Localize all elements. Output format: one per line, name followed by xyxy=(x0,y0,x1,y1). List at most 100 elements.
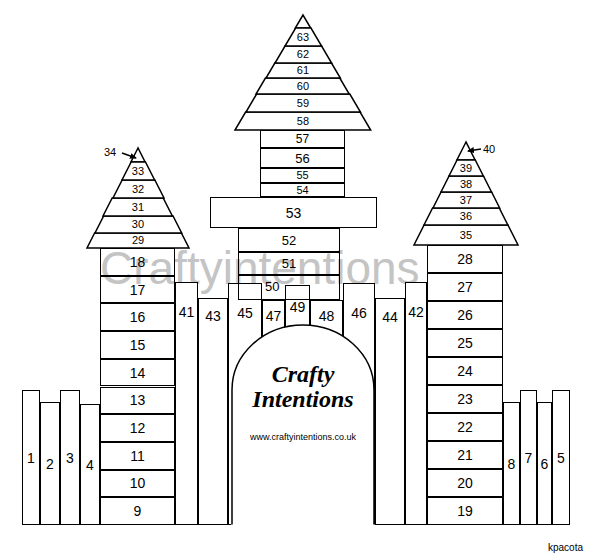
wall-strip: 2 xyxy=(40,402,60,525)
roof-shape xyxy=(433,192,500,208)
piece-number: 39 xyxy=(460,163,472,174)
leader-arrow xyxy=(122,153,136,158)
wall-strip: 21 xyxy=(427,441,503,469)
roof-shape xyxy=(424,208,508,225)
wall-strip: 7 xyxy=(520,390,537,525)
roof-shape xyxy=(414,225,518,245)
wall-strip: 15 xyxy=(100,331,175,359)
wall-strip: 54 xyxy=(260,183,345,197)
roof-shape xyxy=(235,112,371,130)
callout-number: 40 xyxy=(483,143,495,155)
wall-strip: 24 xyxy=(427,357,503,385)
wall-strip: 22 xyxy=(427,413,503,441)
wall-strip: 51 xyxy=(238,252,340,275)
piece-number: 4 xyxy=(86,458,94,472)
wall-strip: 44 xyxy=(375,298,405,525)
piece-number: 59 xyxy=(297,98,309,109)
piece-number: 54 xyxy=(296,185,308,196)
piece-number: 1 xyxy=(27,451,35,465)
roof-shape xyxy=(275,46,332,63)
arch-opening xyxy=(231,525,375,528)
logo-text: Crafty Intentions xyxy=(233,362,373,412)
wall-strip: 17 xyxy=(100,276,175,304)
tower-tip xyxy=(295,15,310,28)
piece-number: 5 xyxy=(557,451,565,465)
roof-shape xyxy=(87,233,189,248)
roof-shape xyxy=(449,160,483,176)
piece-number: 12 xyxy=(130,421,146,435)
piece-number: 46 xyxy=(351,306,367,320)
piece-number: 42 xyxy=(408,305,424,319)
piece-number: 31 xyxy=(132,202,144,213)
logo-url: www.craftyintentions.co.uk xyxy=(233,433,373,443)
piece-number: 41 xyxy=(179,305,195,319)
piece-number: 63 xyxy=(297,32,309,43)
tower-tip xyxy=(131,148,145,162)
wall-strip: 26 xyxy=(427,301,503,329)
piece-number: 27 xyxy=(457,280,473,294)
leader-arrow xyxy=(468,149,481,151)
roof-shape xyxy=(95,216,182,233)
roof-strip: 33 xyxy=(122,162,155,180)
roof-strip: 58 xyxy=(235,112,371,130)
piece-number: 43 xyxy=(205,309,221,323)
roof-strip: 59 xyxy=(246,94,360,112)
wall-strip: 19 xyxy=(427,497,503,525)
piece-number: 8 xyxy=(508,457,516,471)
roof-strip: 29 xyxy=(87,233,189,248)
roof-strip: 35 xyxy=(414,225,518,245)
piece-number: 51 xyxy=(282,257,296,270)
wall-strip: 25 xyxy=(427,329,503,357)
piece-number: 7 xyxy=(525,451,533,465)
piece-number: 17 xyxy=(130,283,146,297)
piece-number: 25 xyxy=(457,336,473,350)
roof-strip: 30 xyxy=(95,216,182,233)
wall-strip: 3 xyxy=(60,390,80,525)
roof-strip: 31 xyxy=(103,198,172,216)
piece-number: 9 xyxy=(134,504,142,518)
piece-number: 44 xyxy=(382,310,398,324)
piece-number: 61 xyxy=(297,65,309,76)
wall-strip: 53 xyxy=(210,197,377,228)
piece-number: 28 xyxy=(457,252,473,266)
wall-strip: 12 xyxy=(100,414,175,442)
arch-shape xyxy=(232,325,374,526)
piece-number: 45 xyxy=(237,306,253,320)
piece-number: 26 xyxy=(457,308,473,322)
wall-strip: 10 xyxy=(100,470,175,498)
wall-strip: 41 xyxy=(175,282,198,525)
roof-shape xyxy=(256,78,349,94)
corner-mark: kpacota xyxy=(548,542,583,553)
piece-number: 52 xyxy=(282,234,296,247)
piece-number: 47 xyxy=(266,309,282,323)
roof-strip: 39 xyxy=(449,160,483,176)
piece-number: 15 xyxy=(130,338,146,352)
wall-strip: 9 xyxy=(100,497,175,525)
wall-strip: 55 xyxy=(260,168,345,183)
roof-shape xyxy=(113,180,164,198)
piece-number: 6 xyxy=(541,457,549,471)
wall-strip: 56 xyxy=(260,148,345,168)
piece-number: 11 xyxy=(130,449,145,463)
wall-strip: 4 xyxy=(80,404,100,525)
wall-strip: 1 xyxy=(22,390,40,525)
roof-strip: 32 xyxy=(113,180,164,198)
piece-number: 57 xyxy=(296,133,309,145)
wall-strip: 57 xyxy=(260,130,345,148)
piece-number: 36 xyxy=(460,211,472,222)
wall-strip: 23 xyxy=(427,385,503,413)
piece-number: 35 xyxy=(460,230,472,241)
roof-strip: 62 xyxy=(275,46,332,63)
piece-number: 60 xyxy=(297,81,309,92)
piece-number: 21 xyxy=(457,448,473,462)
wall-strip: 13 xyxy=(100,387,175,415)
piece-number: 55 xyxy=(296,170,308,181)
roof-shape xyxy=(122,162,155,180)
piece-number: 22 xyxy=(457,420,473,434)
piece-number: 33 xyxy=(132,166,144,177)
piece-number: 10 xyxy=(130,476,146,490)
wall-strip: 43 xyxy=(198,298,228,525)
wall-strip: 27 xyxy=(427,273,503,301)
piece-number: 48 xyxy=(319,309,335,323)
